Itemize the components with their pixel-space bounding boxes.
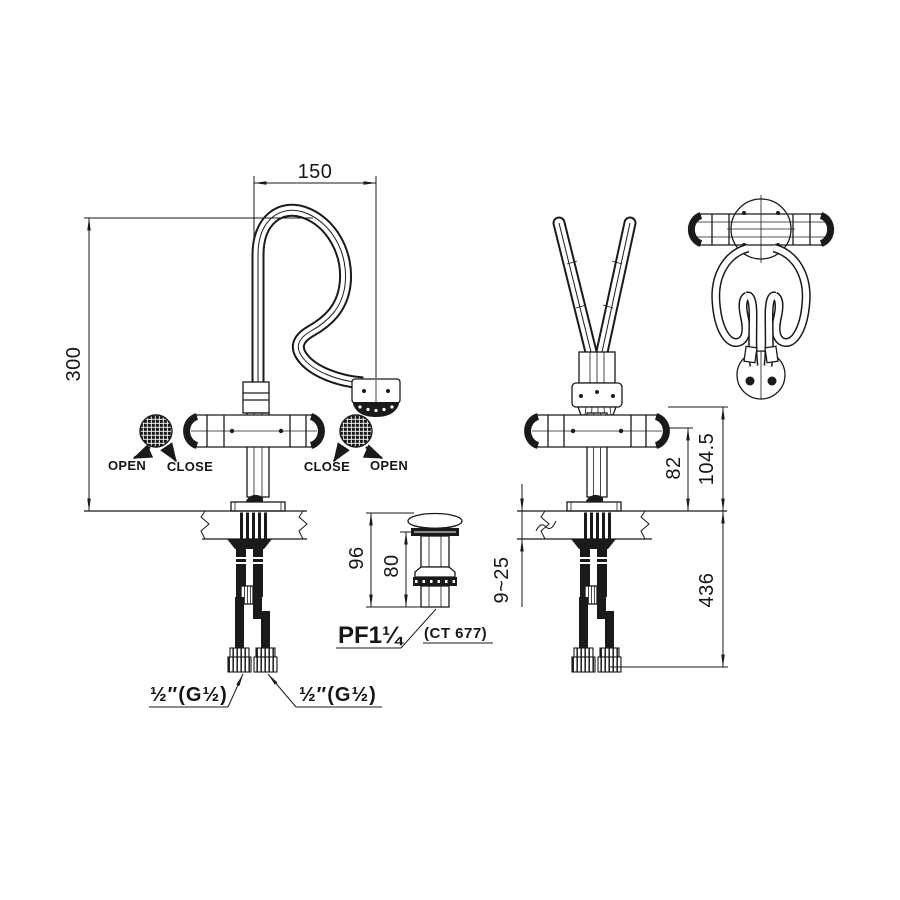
dim-spout-height: 300 [63, 217, 313, 512]
deck-section-side [517, 494, 727, 549]
rotate-close-left-icon [160, 442, 177, 463]
gooseneck-spout [251, 203, 364, 398]
drain-thread-label: PF1¼ [338, 622, 404, 649]
dim-top-height-104-5: 104.5 [668, 406, 728, 512]
dim-80-text: 80 [381, 554, 403, 577]
handle-direction-labels: OPEN CLOSE CLOSE OPEN [108, 442, 408, 474]
dim-handle-height-82: 82 [663, 427, 693, 512]
supply-left-label: ½″(G½) [150, 684, 228, 706]
supply-hoses-side [571, 549, 622, 673]
open-right-label: OPEN [370, 458, 408, 473]
dim-deck-thickness: 9~25 [491, 484, 524, 607]
side-view: 82 104.5 9~25 436 [491, 216, 728, 673]
knob-left [139, 414, 173, 448]
dim-drain-96: 96 [346, 512, 421, 608]
dim-9-25-text: 9~25 [491, 556, 513, 603]
drain-part-code: (CT 677) [424, 625, 487, 642]
rotate-open-right-icon [362, 444, 384, 460]
dim-spout-reach: 150 [253, 161, 377, 378]
spout-loops-top [711, 243, 811, 400]
dim-under-counter-436: 436 [610, 510, 728, 668]
dim-82-text: 82 [663, 456, 685, 479]
spray-head [351, 378, 401, 417]
close-right-label: CLOSE [304, 459, 350, 474]
dim-436-text: 436 [696, 573, 718, 608]
open-left-label: OPEN [108, 458, 146, 473]
knob-right [339, 414, 373, 448]
body-circle-top [727, 195, 795, 263]
supply-right-label: ½″(G½) [299, 684, 377, 706]
dim-300-text: 300 [63, 347, 85, 382]
dim-96-text: 96 [346, 546, 368, 569]
front-view: OPEN CLOSE CLOSE OPEN [63, 161, 408, 708]
top-view [687, 195, 835, 400]
drain-detail: 96 80 PF1¼ (CT 677) [336, 512, 493, 649]
supply-hoses-front [227, 549, 278, 673]
rotate-open-left-icon [132, 444, 154, 460]
spout-tubes-side [552, 216, 637, 384]
handle-bar-front [183, 413, 325, 449]
dim-150-text: 150 [298, 161, 333, 183]
dim-104-5-text: 104.5 [696, 433, 718, 486]
close-left-label: CLOSE [167, 459, 213, 474]
pop-up-drain [407, 512, 463, 608]
deck-section-front [84, 494, 308, 549]
rotate-close-right-icon [333, 442, 350, 463]
supply-labels: ½″(G½) ½″(G½) [149, 673, 382, 708]
dim-drain-80: 80 [381, 531, 413, 608]
drain-labels: PF1¼ (CT 677) [336, 608, 493, 649]
handle-bar-side [524, 413, 670, 449]
